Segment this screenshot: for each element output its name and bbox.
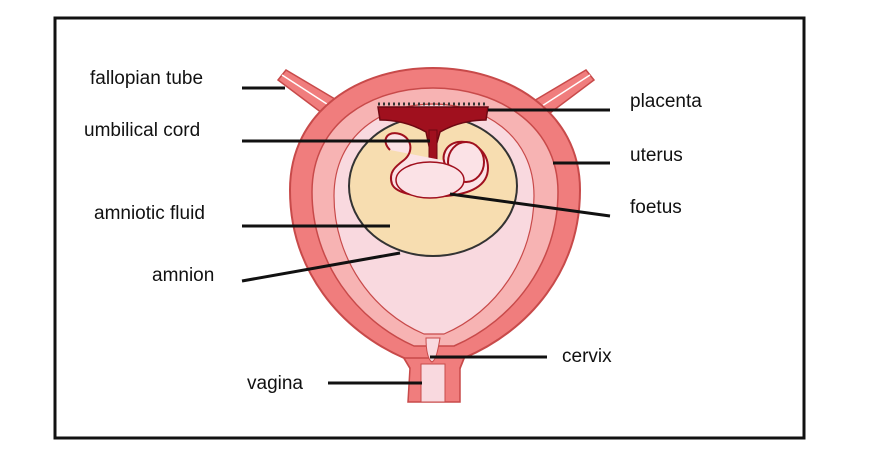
- label-uterus: uterus: [630, 145, 683, 166]
- label-amniotic-fluid: amniotic fluid: [94, 203, 205, 224]
- label-fallopian-tube: fallopian tube: [90, 68, 203, 89]
- label-placenta: placenta: [630, 91, 702, 112]
- cervix-vagina: [402, 337, 466, 403]
- label-umbilical-cord: umbilical cord: [84, 120, 200, 141]
- label-vagina: vagina: [247, 373, 303, 394]
- label-foetus: foetus: [630, 197, 682, 218]
- pointer-foetus: [449, 192, 611, 218]
- label-amnion: amnion: [152, 265, 214, 286]
- foetus-body: [395, 161, 465, 199]
- label-cervix: cervix: [562, 346, 612, 367]
- pointer-lines: [241, 86, 611, 385]
- fallopian-tubes: [276, 69, 596, 117]
- pointer-amnion: [241, 251, 401, 283]
